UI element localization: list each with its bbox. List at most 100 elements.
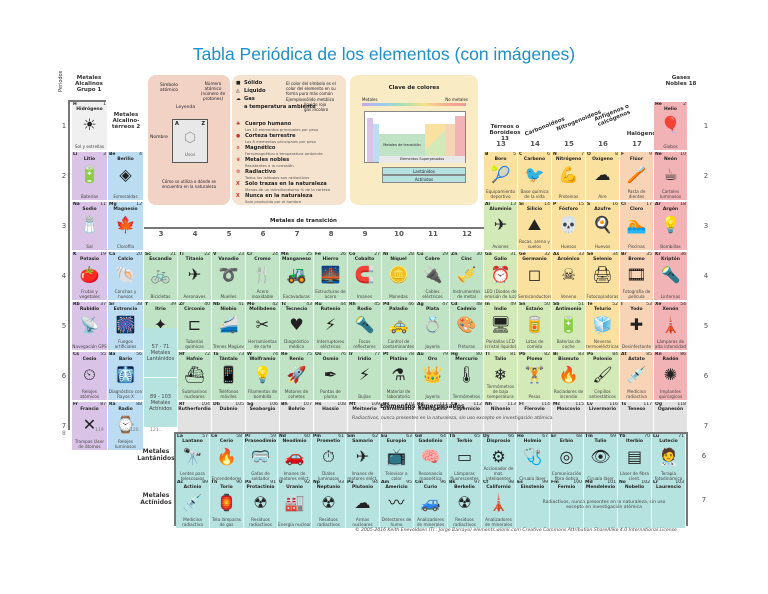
lanthanides-placeholder[interactable]: 57 - 71 Metales Lantánidos	[144, 328, 178, 378]
actinides-placeholder[interactable]: 89 - 103 Metales Actínidos	[144, 378, 178, 428]
